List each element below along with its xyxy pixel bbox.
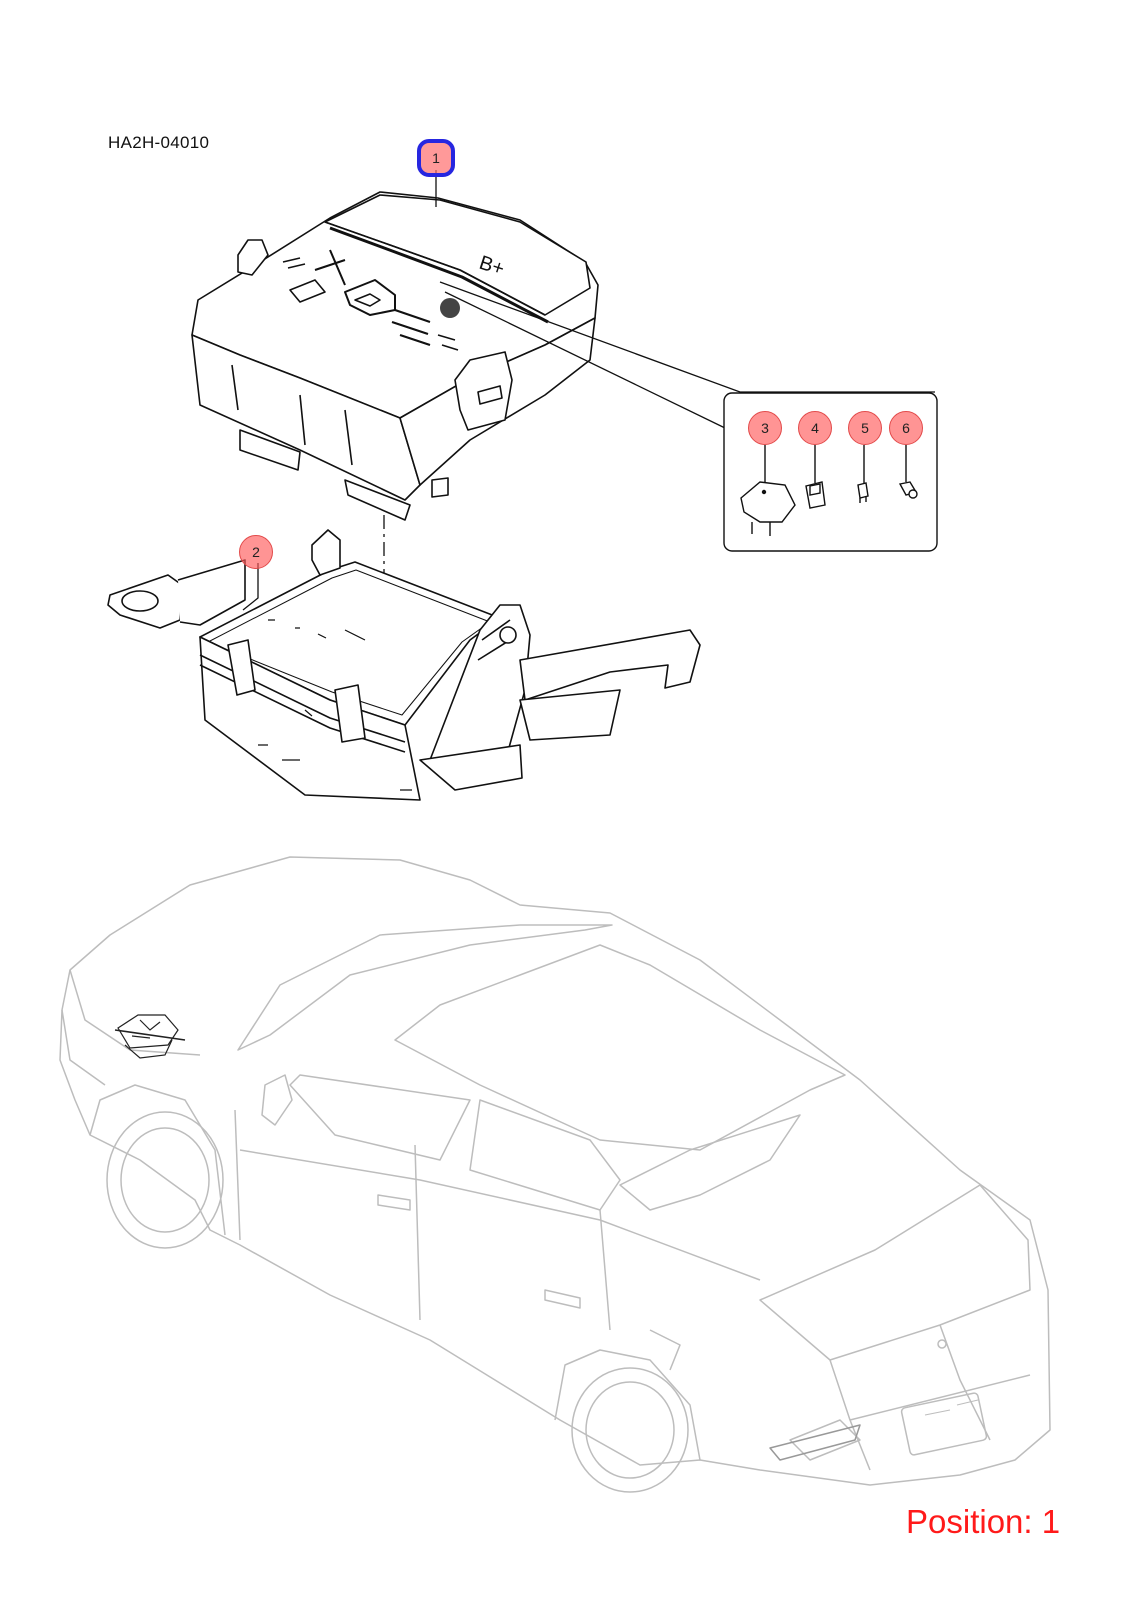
- bracket-illustration: [107, 529, 701, 801]
- position-label: Position: 1: [906, 1503, 1061, 1540]
- callout-6[interactable]: 6: [889, 411, 923, 445]
- callout-5[interactable]: 5: [848, 411, 882, 445]
- blade-fuse-icon: [805, 445, 826, 509]
- callout-2[interactable]: 2: [239, 535, 273, 569]
- diagram-code: HA2H-04010: [108, 133, 210, 152]
- relay-icon: [740, 445, 796, 536]
- micro-fuse-icon: [898, 445, 918, 499]
- mini-fuse-icon: [857, 445, 869, 503]
- callout-3[interactable]: 3: [748, 411, 782, 445]
- callout-1[interactable]: 1: [417, 139, 455, 177]
- callout-4[interactable]: 4: [798, 411, 832, 445]
- vehicle-outline: [59, 856, 1051, 1493]
- vehicle-junction-box-marker: [114, 1014, 186, 1059]
- junction-box-illustration: B+: [191, 170, 935, 521]
